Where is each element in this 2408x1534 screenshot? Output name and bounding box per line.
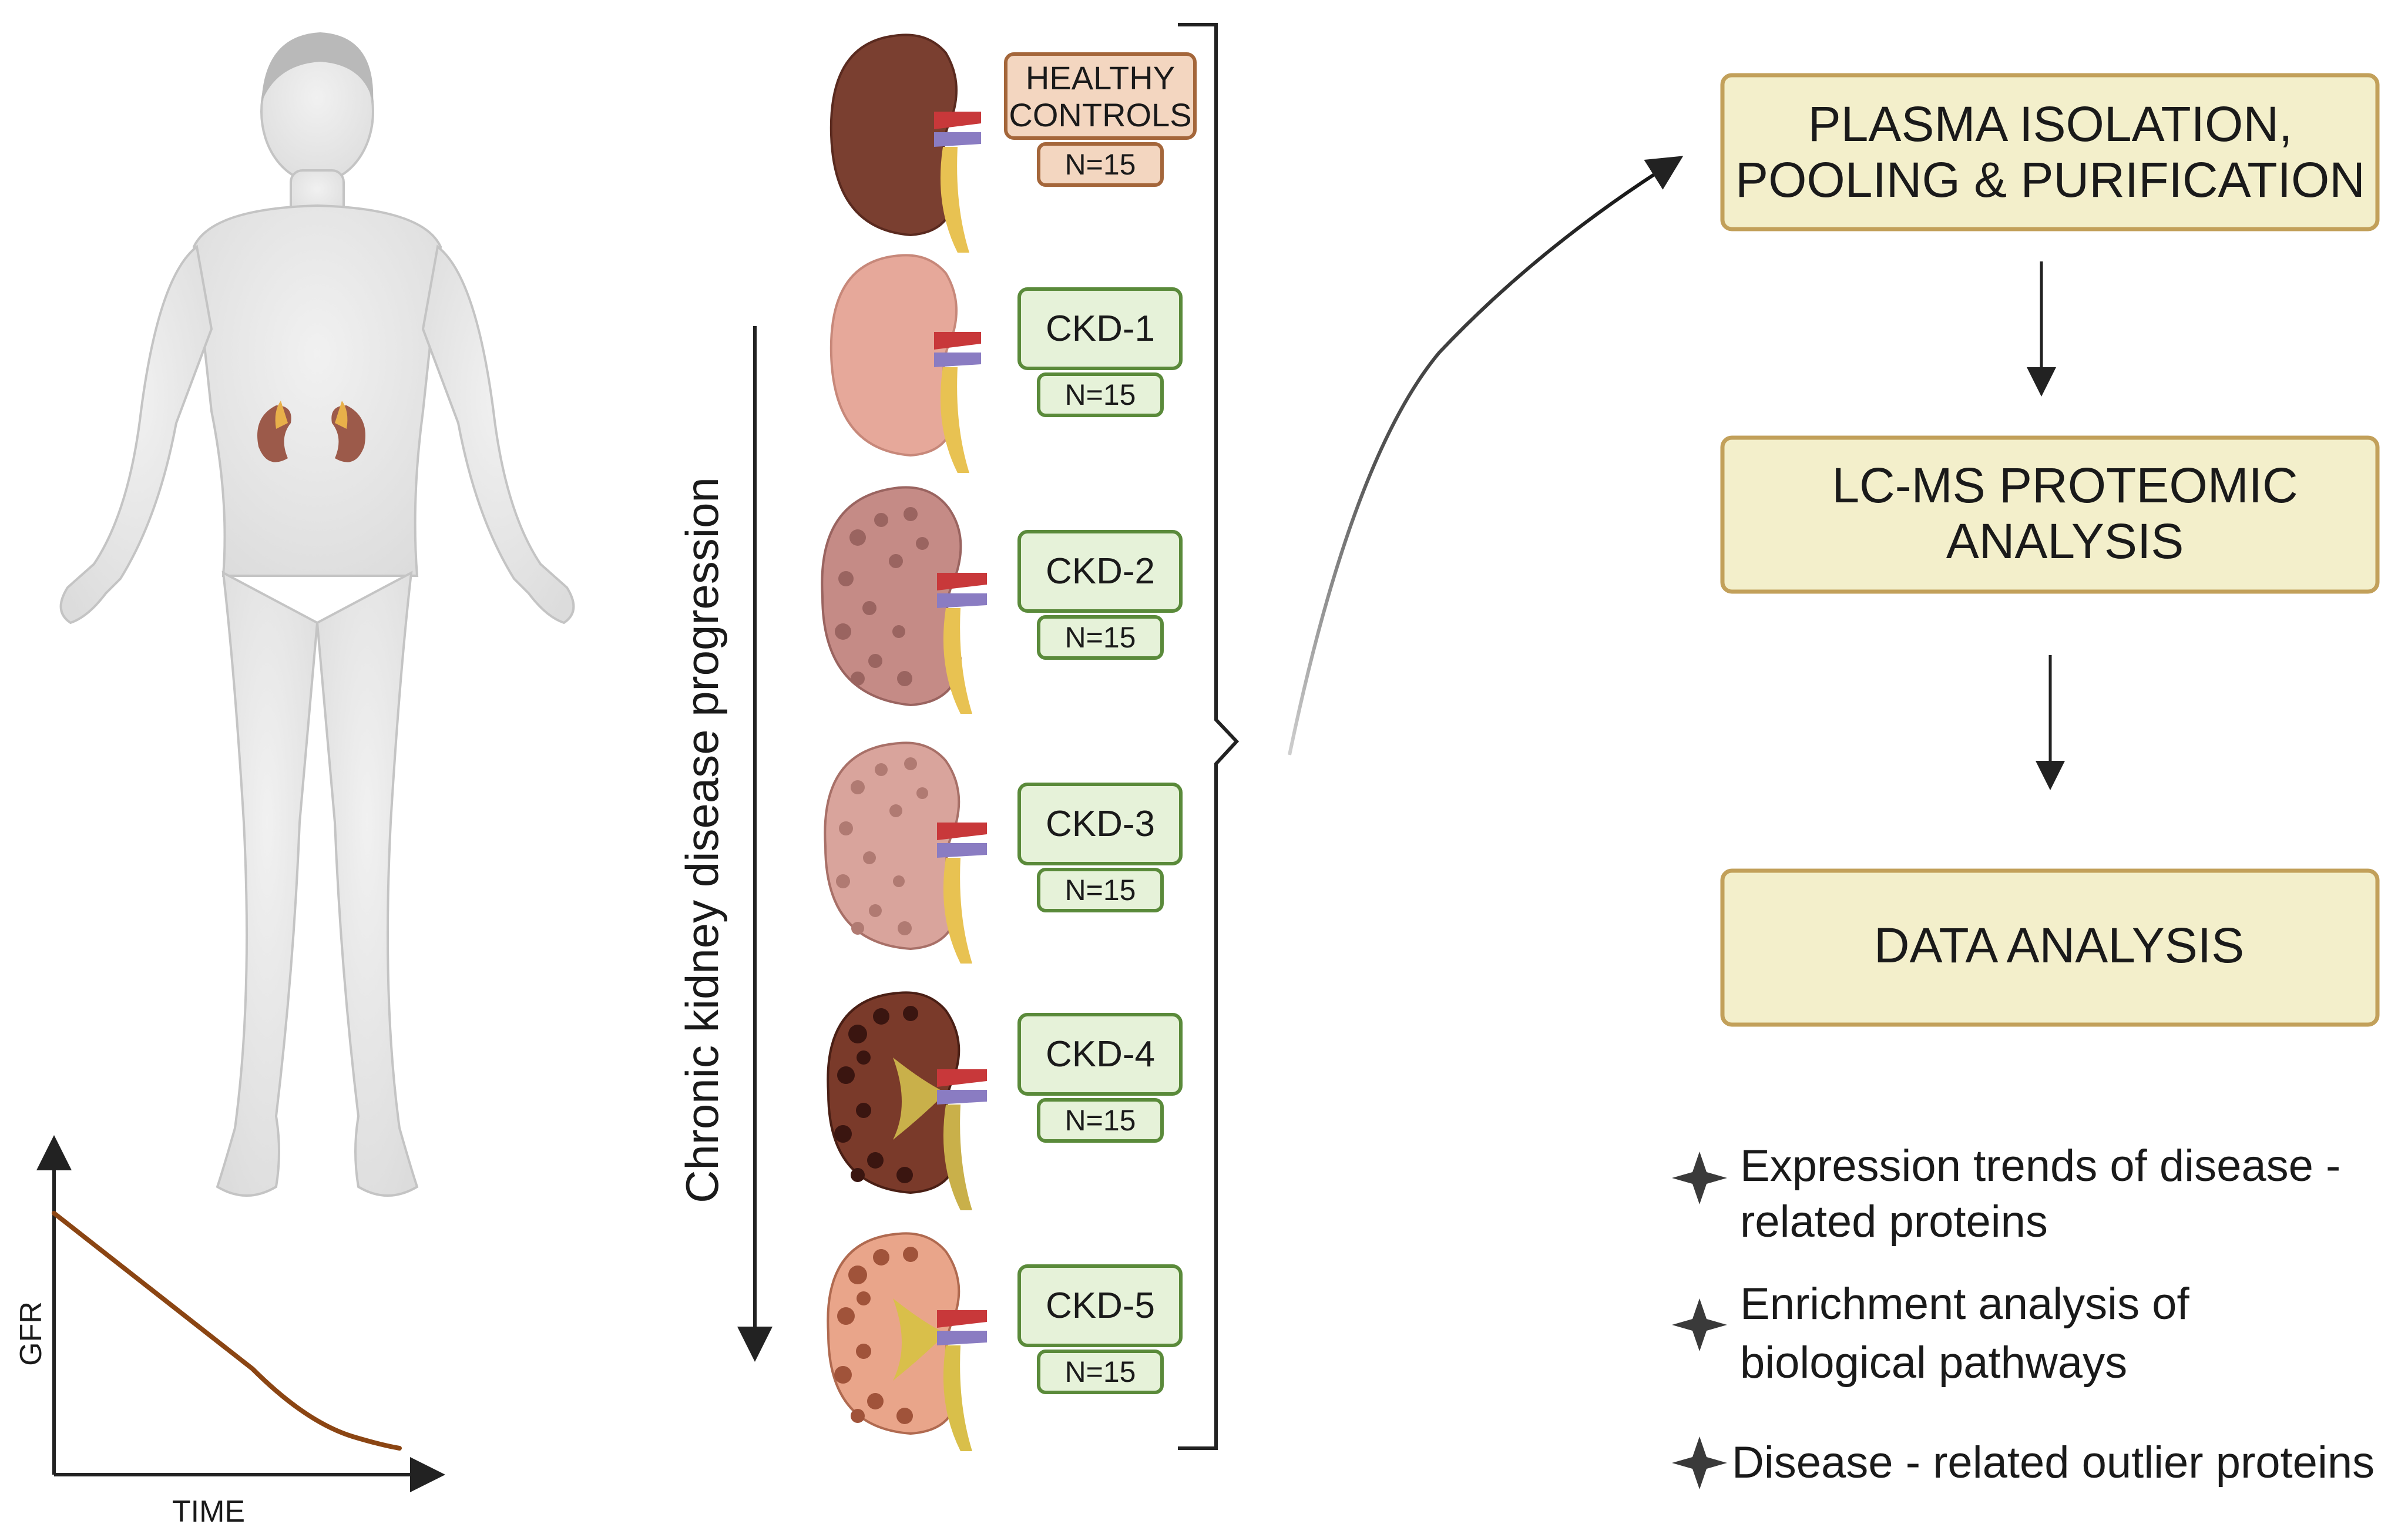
group-name-label: CKD-4	[1046, 1034, 1155, 1075]
kidney-icon	[829, 254, 981, 473]
gfr-y-label: GFR	[14, 1301, 48, 1366]
group-ckd-1: CKD-1 N=15	[1017, 287, 1183, 417]
group-ckd-4: CKD-4 N=15	[1017, 1013, 1183, 1143]
kidney-icon	[827, 991, 987, 1210]
outcome-line-1: Enrichment analysis of	[1740, 1279, 2189, 1329]
group-name-box	[1017, 783, 1183, 865]
progression-arrow: Chronic kidney disease progression	[676, 326, 773, 1362]
group-n-box	[1037, 372, 1164, 417]
group-n-label: N=15	[1065, 621, 1136, 654]
group-name-box	[1004, 52, 1197, 140]
human-body-icon	[59, 32, 575, 1197]
step-data-analysis: DATA ANALYSIS	[1720, 868, 2380, 1027]
kidney-icon	[821, 486, 987, 714]
group-name-box	[1017, 1013, 1183, 1096]
group-name-box	[1017, 530, 1183, 613]
group-n-label: N=15	[1065, 874, 1136, 907]
progression-label: Chronic kidney disease progression	[676, 477, 728, 1203]
group-name-line-1: HEALTHY	[1026, 59, 1175, 96]
outcome-enrichment-analysis: Enrichment analysis of biological pathwa…	[1672, 1279, 2189, 1388]
group-n-label: N=15	[1065, 378, 1136, 411]
group-brace	[1178, 23, 1240, 1450]
star-bullet-icon	[1672, 1298, 1727, 1351]
outcome-line-2: biological pathways	[1740, 1338, 2127, 1388]
star-bullet-icon	[1672, 1152, 1727, 1204]
step-box	[1720, 73, 2380, 231]
group-n-box	[1037, 868, 1164, 912]
kidney-column	[821, 33, 987, 1451]
group-name-box	[1017, 287, 1183, 370]
group-name-box	[1017, 1264, 1183, 1347]
outcome-expression-trends: Expression trends of disease - related p…	[1672, 1141, 2340, 1247]
group-n-box	[1037, 615, 1164, 660]
star-bullet-icon	[1672, 1436, 1727, 1489]
step-line-1: DATA ANALYSIS	[1874, 918, 2244, 973]
group-ckd-5: CKD-5 N=15	[1017, 1264, 1183, 1394]
step-plasma-isolation: PLASMA ISOLATION, POOLING & PURIFICATION	[1720, 73, 2380, 231]
gfr-curve	[52, 1211, 402, 1451]
step-line-2: POOLING & PURIFICATION	[1735, 152, 2365, 207]
gfr-x-label: TIME	[172, 1495, 245, 1529]
group-n-label: N=15	[1065, 1355, 1136, 1388]
kidney-icon	[829, 33, 981, 253]
step-line-1: LC-MS PROTEOMIC	[1832, 458, 2298, 513]
kidney-icon	[824, 741, 987, 964]
kidney-icon	[827, 1232, 987, 1451]
group-n-box	[1037, 1098, 1164, 1143]
group-n-label: N=15	[1065, 1104, 1136, 1137]
group-name-line-2: CONTROLS	[1009, 96, 1191, 133]
outcome-line-2: related proteins	[1740, 1197, 2048, 1247]
group-name-label: CKD-1	[1046, 308, 1155, 349]
outcome-outlier-proteins: Disease - related outlier proteins	[1672, 1436, 2375, 1489]
gfr-chart: GFR TIME	[14, 1135, 445, 1529]
step-box	[1720, 435, 2380, 594]
body-kidneys-icon	[257, 401, 365, 462]
step-lc-ms-analysis: LC-MS PROTEOMIC ANALYSIS	[1720, 435, 2380, 594]
outcome-line-1: Expression trends of disease -	[1740, 1141, 2340, 1191]
curved-flow-arrow	[1288, 156, 1684, 756]
step-box	[1720, 868, 2380, 1027]
group-name-label: CKD-5	[1046, 1285, 1155, 1326]
group-ckd-3: CKD-3 N=15	[1017, 783, 1183, 912]
group-name-label: CKD-2	[1046, 551, 1155, 592]
group-n-box	[1037, 142, 1164, 187]
group-n-box	[1037, 1350, 1164, 1394]
outcome-line-1: Disease - related outlier proteins	[1732, 1438, 2375, 1488]
step-line-1: PLASMA ISOLATION,	[1808, 96, 2293, 152]
group-ckd-2: CKD-2 N=15	[1017, 530, 1183, 660]
group-healthy-controls: HEALTHY CONTROLS N=15	[1004, 52, 1197, 187]
group-n-label: N=15	[1065, 148, 1136, 181]
group-name-label: CKD-3	[1046, 804, 1155, 844]
step-line-2: ANALYSIS	[1946, 513, 2184, 569]
